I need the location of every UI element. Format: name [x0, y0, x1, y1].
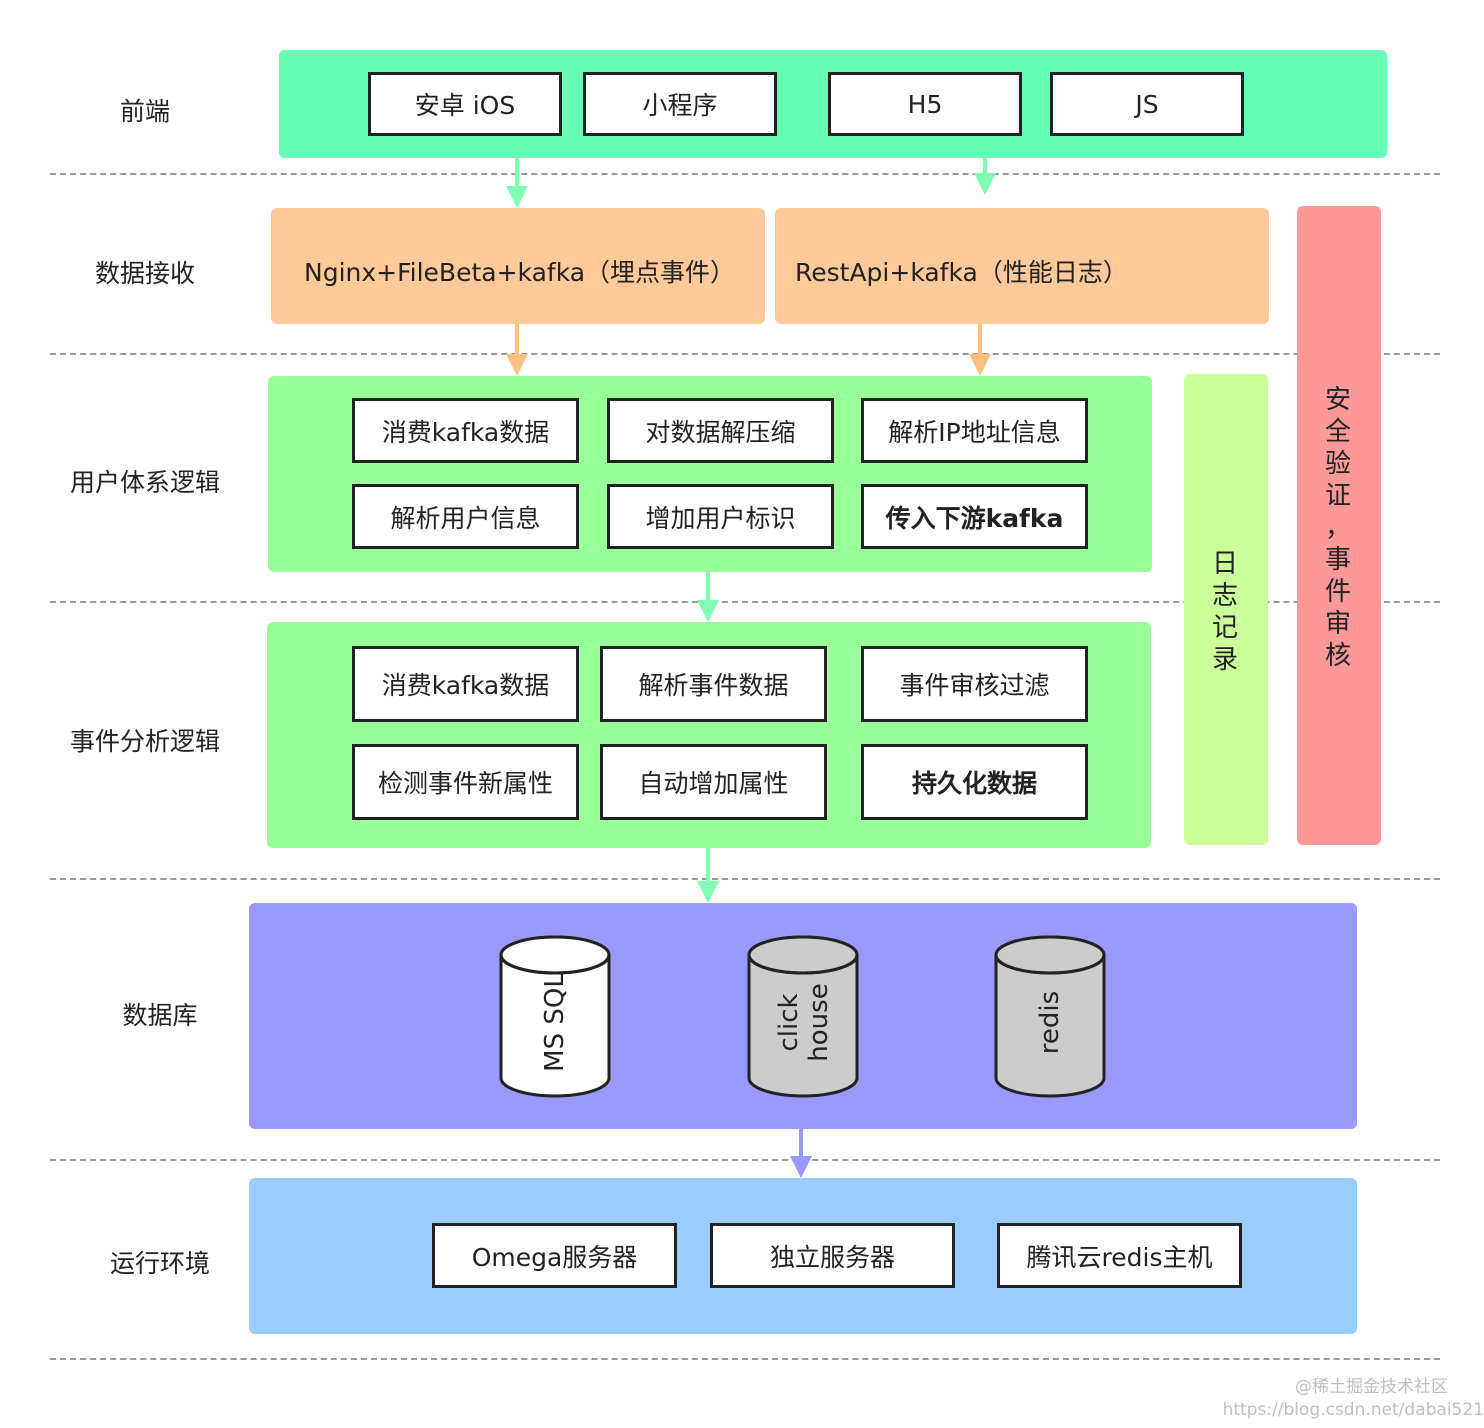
separator-6	[50, 1358, 1440, 1360]
event-box-consume-kafka: 消费kafka数据	[352, 646, 579, 722]
user-box-consume-kafka: 消费kafka数据	[352, 398, 579, 463]
arrow-performance-to-user-logic	[969, 324, 991, 376]
arrow-event-logic-to-database	[697, 848, 719, 903]
layer-label-user: 用户体系逻辑	[69, 468, 220, 497]
side-security-char: 安	[1325, 385, 1352, 415]
flow-arrows	[506, 158, 996, 1178]
side-security-char: 证	[1325, 481, 1352, 511]
side-log-text: 日 志 记 录	[1212, 548, 1238, 676]
side-security-char: 核	[1325, 641, 1352, 671]
frontend-box-miniprogram: 小程序	[583, 72, 777, 136]
side-security-char: 事	[1325, 545, 1352, 575]
side-log-band	[1184, 374, 1268, 845]
runtime-box-omega: Omega服务器	[432, 1223, 677, 1288]
frontend-box-h5: H5	[828, 72, 1022, 136]
separator-5	[50, 1159, 1440, 1161]
side-security-char: ，	[1325, 513, 1352, 543]
event-box-auto-add-attributes: 自动增加属性	[600, 744, 827, 820]
side-security-char: 全	[1325, 417, 1352, 447]
event-box-audit-filter: 事件审核过滤	[861, 646, 1088, 722]
arrow-frontend-to-tracking	[506, 158, 528, 208]
side-log-char: 记	[1212, 613, 1239, 643]
cylinder-ms-sql: MS SQL	[499, 935, 611, 1098]
side-security-char: 件	[1325, 577, 1352, 607]
separator-3	[50, 601, 1440, 603]
side-log-char: 日	[1212, 549, 1239, 579]
user-box-parse-ip: 解析IP地址信息	[861, 398, 1088, 463]
layer-label-runtime: 运行环境	[109, 1249, 210, 1278]
separator-1	[50, 173, 1440, 175]
receive-text-tracking: Nginx+FileBeta+kafka（埋点事件）	[304, 258, 736, 287]
receive-band-performance	[775, 208, 1269, 324]
side-security-band	[1297, 206, 1381, 845]
frontend-box-android-ios: 安卓 iOS	[368, 72, 562, 136]
cylinder-clickhouse: clickhouse	[747, 935, 859, 1098]
cylinder-ms-sql-label: MS SQL	[540, 973, 570, 1072]
user-box-downstream-kafka: 传入下游kafka	[861, 484, 1088, 549]
arrow-tracking-to-user-logic	[506, 324, 528, 376]
watermark-line2: https://blog.csdn.net/dabai521	[1222, 1400, 1484, 1420]
receive-text-performance: RestApi+kafka（性能日志）	[795, 258, 1128, 287]
user-box-add-user-id: 增加用户标识	[607, 484, 834, 549]
layer-label-event: 事件分析逻辑	[69, 727, 220, 756]
separator-4	[50, 878, 1440, 880]
side-security-text: 安 全 验 证 ， 事 件 审 核	[1325, 384, 1351, 672]
side-security-char: 验	[1325, 449, 1352, 479]
side-log-char: 志	[1212, 581, 1239, 611]
event-box-detect-attributes: 检测事件新属性	[352, 744, 579, 820]
runtime-box-dedicated: 独立服务器	[710, 1223, 955, 1288]
event-box-persist-data: 持久化数据	[861, 744, 1088, 820]
arrow-frontend-to-performance	[974, 158, 996, 195]
layer-label-frontend: 前端	[119, 97, 170, 126]
cylinder-redis: redis	[994, 935, 1106, 1098]
layer-label-receive: 数据接收	[94, 259, 195, 288]
cylinder-clickhouse-label: clickhouse	[774, 983, 834, 1061]
user-box-parse-user: 解析用户信息	[352, 484, 579, 549]
side-security-char: 审	[1325, 609, 1352, 639]
receive-band-tracking	[271, 208, 765, 324]
user-box-decompress: 对数据解压缩	[607, 398, 834, 463]
separator-2	[50, 353, 1440, 355]
arrow-user-to-event-logic	[697, 572, 719, 622]
runtime-box-tencent-redis: 腾讯云redis主机	[997, 1223, 1242, 1288]
cylinder-redis-label: redis	[1035, 991, 1065, 1054]
watermark-line1: @稀土掘金技术社区	[1295, 1377, 1448, 1397]
frontend-box-js: JS	[1050, 72, 1244, 136]
database-cylinders: MS SQL clickhouse redis	[499, 935, 1106, 1098]
side-log-char: 录	[1212, 645, 1239, 675]
arrow-database-to-runtime	[790, 1129, 812, 1178]
event-box-parse-event: 解析事件数据	[600, 646, 827, 722]
layer-label-db: 数据库	[122, 1001, 198, 1030]
